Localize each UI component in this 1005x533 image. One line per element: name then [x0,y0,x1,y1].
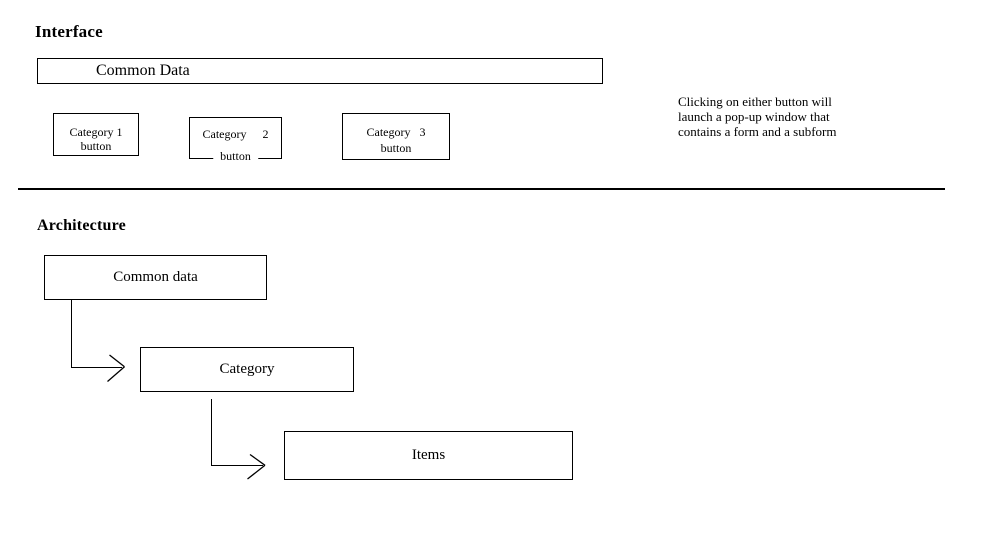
node-items-label: Items [411,447,446,463]
arrowhead-right-icon [247,453,266,480]
category-3-button[interactable]: Category 3 button [342,113,450,160]
node-common-data: Common data [44,255,267,300]
note-line: launch a pop-up window that [678,109,830,124]
category-1-button[interactable]: Category 1 button [53,113,139,156]
node-category-label: Category [219,361,275,377]
category-2-button-label: Category 2 [190,127,281,141]
section-divider [18,188,945,190]
node-category: Category [140,347,354,392]
note-line: Clicking on either button will [678,94,832,109]
interface-note: Clicking on either button will launch a … [678,94,836,139]
interface-section-heading: Interface [35,22,103,41]
category-2-button-sublabel: button [212,149,259,163]
common-data-bar-label: Common Data [96,62,190,79]
connector-elbow-line [70,300,122,369]
category-3-button-sublabel: button [380,141,412,155]
connector-arrow-common-to-category [70,300,125,382]
common-data-bar: Common Data [37,58,603,84]
node-common-data-label: Common data [113,269,198,285]
node-items: Items [284,431,573,480]
button-number-text: 1 [116,125,123,139]
arrowhead-right-icon [107,354,125,382]
category-3-button-label: Category 3 [343,125,449,139]
button-label-text: Category [366,125,411,139]
architecture-section-heading: Architecture [37,217,126,234]
button-label-text: Category [202,127,247,141]
note-line: contains a form and a subform [678,124,837,139]
category-1-button-sublabel: button [80,139,112,153]
button-label-text: Category [69,125,114,139]
category-1-button-label: Category 1 [54,125,138,139]
button-number-text: 2 [262,127,269,141]
category-2-button[interactable]: Category 2 button [189,117,282,163]
connector-arrow-category-to-items [210,399,266,480]
connector-elbow-line [210,399,263,467]
button-number-text: 3 [419,125,426,139]
